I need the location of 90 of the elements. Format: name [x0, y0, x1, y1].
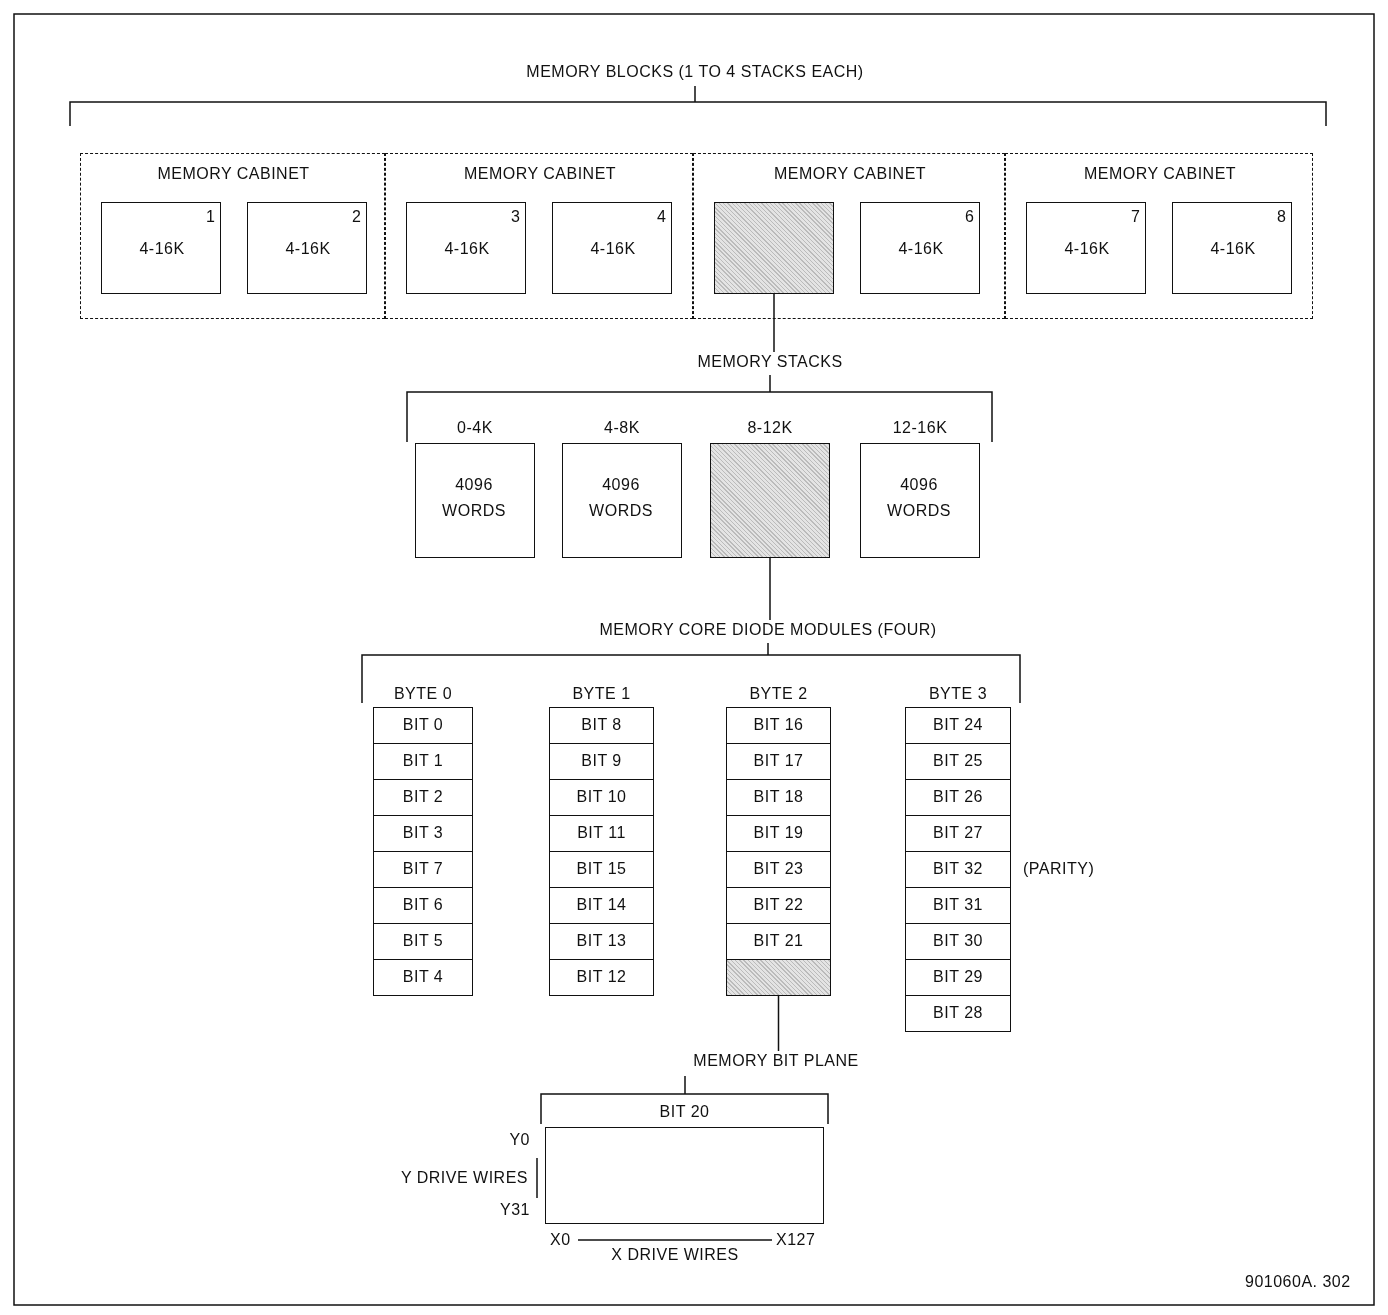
stack-range: 4-8K: [604, 418, 640, 438]
stack-range: 8-12K: [747, 418, 793, 438]
connector-line: [777, 995, 780, 1052]
byte-heading: BYTE 0: [393, 684, 453, 704]
stack-box: [101, 202, 221, 294]
bit-cell: BIT 6: [373, 887, 473, 924]
cabinet-title: MEMORY CABINET: [773, 164, 927, 184]
cabinet-outline: [80, 153, 385, 319]
bit-cell: BIT 19: [726, 815, 831, 852]
bit-cell: BIT 2: [373, 779, 473, 816]
bit-cell: BIT 7: [373, 851, 473, 888]
cabinet-title: MEMORY CABINET: [463, 164, 617, 184]
wire-label: X0: [550, 1230, 571, 1250]
bit-cell: BIT 17: [726, 743, 831, 780]
bit-cell: BIT 10: [549, 779, 654, 816]
cabinet-outline: [693, 153, 1005, 319]
byte-heading: BYTE 3: [928, 684, 988, 704]
word-count: 4096 WORDS: [588, 475, 654, 521]
bit-cell: BIT 28: [905, 995, 1011, 1032]
cabinet-title: MEMORY CABINET: [157, 164, 310, 184]
bit-cell: BIT 26: [905, 779, 1011, 816]
bit-cell: BIT 0: [373, 707, 473, 744]
box-number: 1: [206, 207, 216, 227]
stack-box: [552, 202, 672, 294]
word-count: 4096 WORDS: [441, 475, 507, 521]
bit-cell: BIT 23: [726, 851, 831, 888]
wire-label: Y0: [509, 1130, 530, 1150]
bit-cell: BIT 30: [905, 923, 1011, 960]
section-heading: MEMORY BIT PLANE: [693, 1051, 859, 1071]
cabinet-title: MEMORY CABINET: [1083, 164, 1237, 184]
stack-box: [1026, 202, 1146, 294]
capacity-text: 4-16K: [898, 239, 944, 259]
bit-cell: BIT 14: [549, 887, 654, 924]
shaded-box: [714, 202, 834, 294]
stack-box: [1172, 202, 1292, 294]
bit-cell: BIT 21: [726, 923, 831, 960]
bit-cell: BIT 27: [905, 815, 1011, 852]
stack-box: [406, 202, 526, 294]
cabinet-outline: [1005, 153, 1313, 319]
bit-cell: BIT 32: [905, 851, 1011, 888]
side-note: (PARITY): [1023, 859, 1095, 879]
capacity-text: 4-16K: [1064, 239, 1110, 259]
bit-cell: BIT 9: [549, 743, 654, 780]
bit-cell: BIT 25: [905, 743, 1011, 780]
bit-cell: BIT 18: [726, 779, 831, 816]
bit-cell: BIT 15: [549, 851, 654, 888]
connector-line: [773, 293, 775, 353]
section-heading: MEMORY CORE DIODE MODULES (FOUR): [599, 620, 937, 640]
figure-number: 901060A. 302: [1245, 1272, 1351, 1292]
bit-cell: BIT 3: [373, 815, 473, 852]
box-number: 8: [1277, 207, 1287, 227]
box-number: 4: [657, 207, 667, 227]
byte-heading: BYTE 1: [572, 684, 631, 704]
bit-cell: BIT 16: [726, 707, 831, 744]
wire-label: X DRIVE WIRES: [611, 1245, 739, 1265]
capacity-text: 4-16K: [285, 239, 331, 259]
capacity-text: 4-16K: [1210, 239, 1256, 259]
bit-cell: BIT 8: [549, 707, 654, 744]
wire-label: Y31: [500, 1200, 530, 1220]
bit-cell: BIT 4: [373, 959, 473, 996]
wire-label: X127: [776, 1230, 816, 1250]
byte-heading: BYTE 2: [749, 684, 808, 704]
bit-cell: BIT 24: [905, 707, 1011, 744]
section-heading: MEMORY STACKS: [697, 352, 843, 372]
box-number: 6: [965, 207, 975, 227]
connector-line: [769, 557, 771, 621]
word-count: 4096 WORDS: [886, 475, 952, 521]
capacity-text: 4-16K: [590, 239, 636, 259]
cabinet-outline: [385, 153, 693, 319]
plane-heading: BIT 20: [659, 1102, 710, 1122]
stack-range: 0-4K: [457, 418, 493, 438]
stack-box: [247, 202, 367, 294]
wire-label: Y DRIVE WIRES: [400, 1168, 528, 1188]
bit-cell: BIT 11: [549, 815, 654, 852]
bit-cell: BIT 12: [549, 959, 654, 996]
bit-cell: BIT 1: [373, 743, 473, 780]
shaded-cell: [726, 959, 831, 996]
stack-box: [860, 202, 980, 294]
box-number: 2: [352, 207, 362, 227]
stack-range: 12-16K: [892, 418, 948, 438]
bit-cell: BIT 29: [905, 959, 1011, 996]
box-number: 7: [1131, 207, 1141, 227]
capacity-text: 4-16K: [139, 239, 185, 259]
bit-cell: BIT 5: [373, 923, 473, 960]
box-number: 3: [511, 207, 521, 227]
bit-cell: BIT 31: [905, 887, 1011, 924]
bit-cell: BIT 13: [549, 923, 654, 960]
diagram-heading: MEMORY BLOCKS (1 TO 4 STACKS EACH): [526, 62, 864, 82]
capacity-text: 4-16K: [444, 239, 490, 259]
bit-cell: BIT 22: [726, 887, 831, 924]
